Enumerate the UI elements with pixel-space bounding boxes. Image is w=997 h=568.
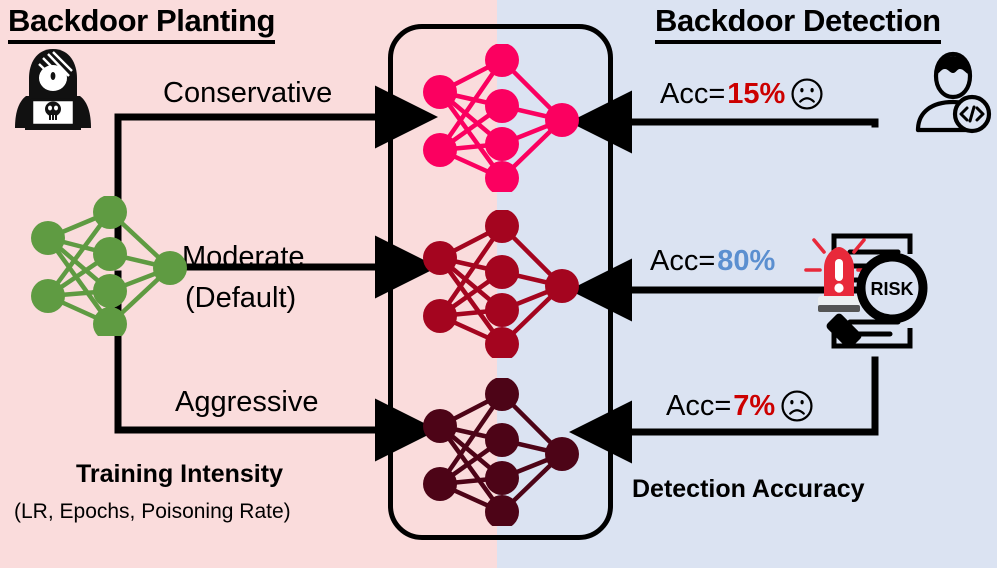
risk-alarm-magnifier-icon: RISK (804, 233, 928, 349)
sad-face-icon (781, 390, 813, 422)
hacker-with-laptop-icon (15, 49, 91, 130)
aggressive-backdoor-network (423, 378, 579, 526)
arrow-label-conservative: Conservative (163, 77, 333, 109)
caption-detection-accuracy: Detection Accuracy (632, 475, 865, 503)
heading-left-text: Backdoor Planting (8, 3, 276, 38)
heading-right-underline (655, 40, 941, 44)
conservative-backdoor-network (423, 44, 579, 192)
status-badge-accuracy-value: 15% (727, 77, 786, 110)
detection-arrow-aggressive (569, 356, 879, 464)
acc-prefix: Acc= (660, 77, 726, 110)
caption-training-intensity: Training Intensity (76, 460, 283, 488)
arrow-label-moderate-sub: (Default) (185, 282, 297, 314)
acc-prefix: Acc= (666, 389, 732, 422)
status-badge-accuracy-value: 7% (733, 389, 776, 422)
acc-prefix: Acc= (650, 245, 716, 277)
risk-label: RISK (870, 279, 913, 299)
page-title-backdoor-planting: Backdoor Planting (8, 3, 276, 44)
status-badge-accuracy-value: 80% (717, 245, 776, 277)
arrow-label-aggressive: Aggressive (175, 386, 319, 418)
developer-person-code-icon (915, 51, 992, 134)
heading-left-underline (8, 40, 276, 44)
detection-arrow-conservative (569, 90, 879, 154)
clean-model-network (31, 196, 187, 336)
caption-training-intensity-sub: (LR, Epochs, Poisoning Rate) (14, 500, 291, 523)
sad-face-icon (791, 78, 823, 110)
accuracy-readout-aggressive: Acc= 7% (666, 389, 814, 423)
accuracy-readout-conservative: Acc= 15% (660, 77, 824, 111)
heading-right-text: Backdoor Detection (655, 3, 941, 38)
page-title-backdoor-detection: Backdoor Detection (655, 3, 941, 44)
moderate-backdoor-network (423, 210, 579, 358)
accuracy-readout-moderate: Acc= 80% (650, 245, 775, 278)
